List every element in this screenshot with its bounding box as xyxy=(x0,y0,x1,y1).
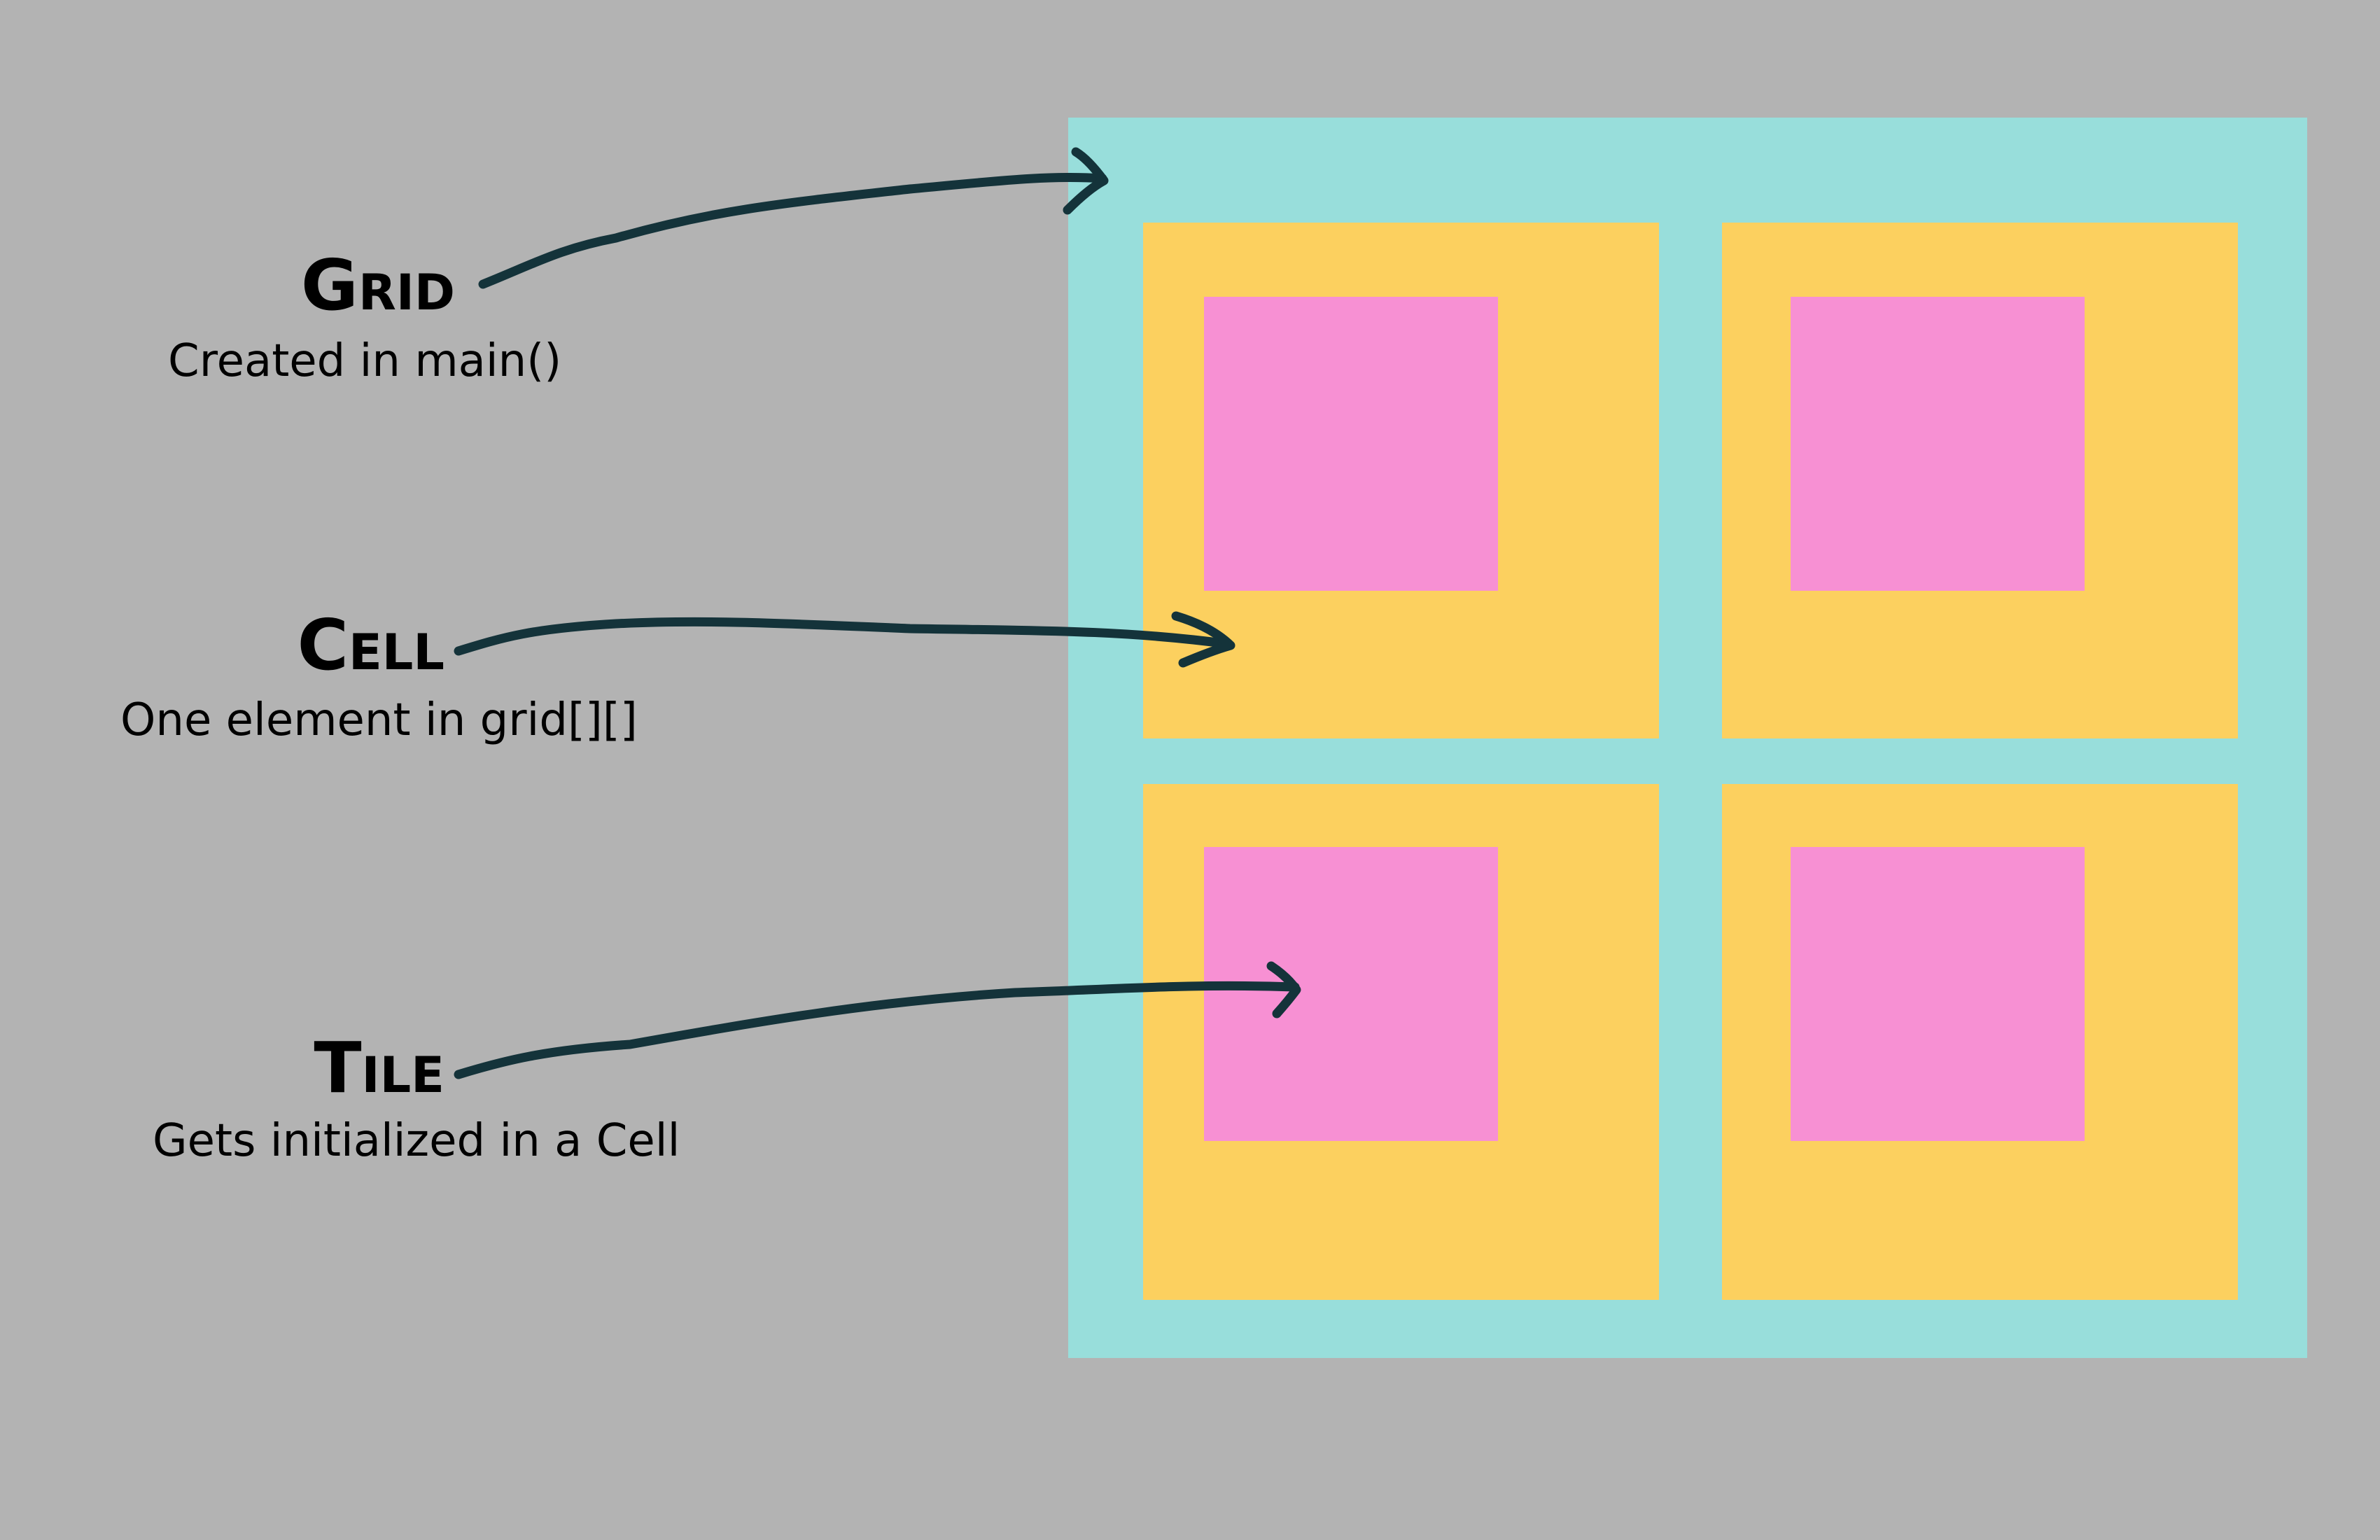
tile-box xyxy=(1204,847,1498,1141)
grid-label-title: Grid xyxy=(300,244,455,326)
grid-label-subtitle: Created in main() xyxy=(168,335,562,387)
tile-label-title: Tile xyxy=(314,1027,444,1109)
tile-label-subtitle: Gets initialized in a Cell xyxy=(153,1115,680,1167)
tile-box xyxy=(1791,297,2085,591)
grid-arrow-shaft xyxy=(478,173,1107,289)
grid-arrow xyxy=(478,147,1109,289)
tile-box xyxy=(1791,847,2085,1141)
tile-box xyxy=(1204,297,1498,591)
cell-label-subtitle: One element in grid[][] xyxy=(120,694,638,746)
cell-label-title: Cell xyxy=(297,604,444,686)
